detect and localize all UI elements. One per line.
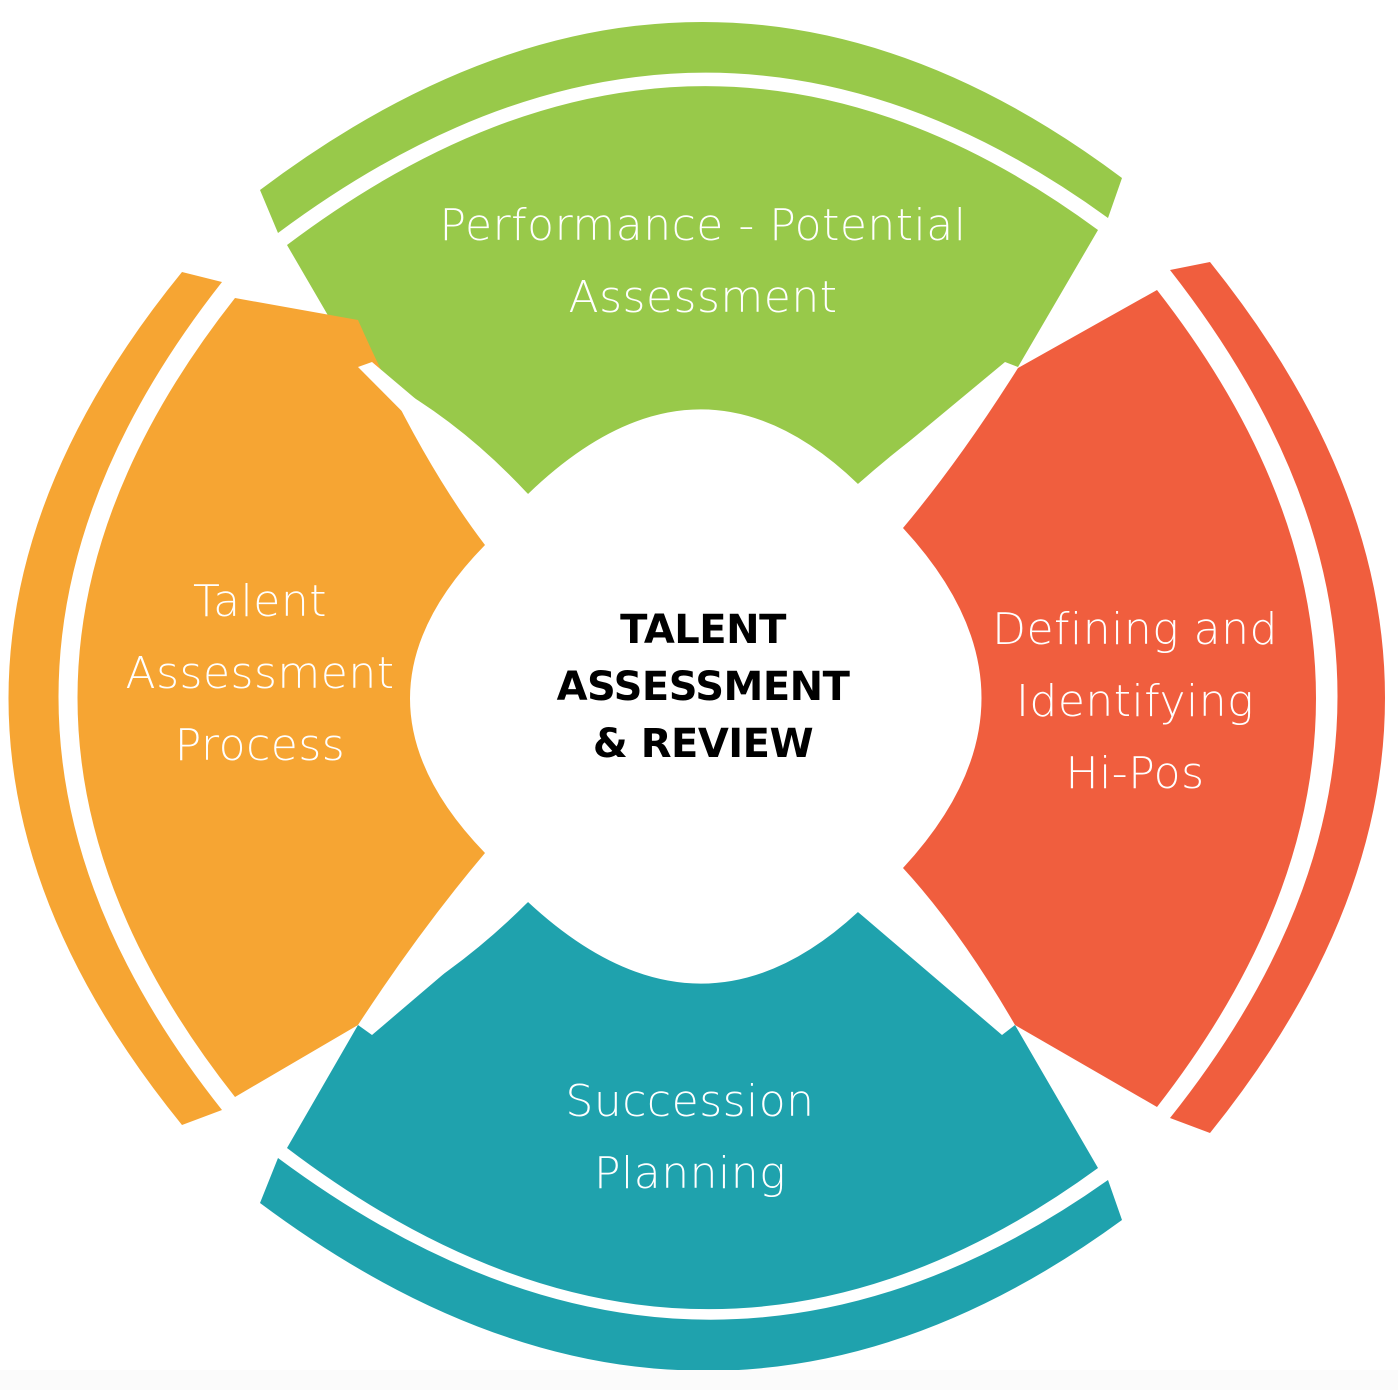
segment-top-label: Performance - Potential Assessment <box>398 190 1008 334</box>
segment-right-label-line: Hi-Pos <box>1065 748 1205 799</box>
bottom-margin <box>0 1370 1398 1390</box>
segment-left-body <box>77 298 485 1097</box>
center-title: TALENT ASSESSMENT & REVIEW <box>498 602 908 773</box>
segment-top-label-line: Assessment <box>568 272 838 323</box>
segment-right-label-line: Defining and <box>992 604 1278 655</box>
segment-top-label-line: Performance - Potential <box>439 200 967 251</box>
segment-right-label-line: Identifying <box>1015 676 1255 727</box>
segment-left-label-line: Process <box>174 720 346 771</box>
segment-top-shape <box>260 21 1122 494</box>
center-title-line: & REVIEW <box>592 721 814 767</box>
segment-left-shape <box>8 272 485 1125</box>
segment-left-label-line: Talent <box>193 576 327 627</box>
center-hub <box>440 440 956 956</box>
segment-left-label: Talent Assessment Process <box>100 566 420 782</box>
segment-top-outer-band <box>260 21 1122 233</box>
segment-bottom-outer-band <box>260 1158 1122 1371</box>
segment-bottom-label-line: Planning <box>593 1148 786 1199</box>
segment-left-outer-band <box>8 272 222 1125</box>
center-title-line: ASSESSMENT <box>556 664 850 710</box>
segment-right-label: Defining and Identifying Hi-Pos <box>960 594 1310 810</box>
segment-right-shape <box>903 262 1385 1133</box>
center-title-line: TALENT <box>620 607 786 653</box>
segment-bottom-shape <box>260 902 1122 1371</box>
segment-right-body <box>903 290 1316 1107</box>
segment-bottom-label: Succession Planning <box>490 1066 890 1210</box>
segment-separators <box>358 362 1018 1035</box>
segment-bottom-body <box>287 902 1098 1310</box>
segment-right-outer-band <box>1170 262 1385 1133</box>
segment-top-body <box>287 86 1098 494</box>
segment-left-label-line: Assessment <box>125 648 395 699</box>
segment-bottom-label-line: Succession <box>565 1076 815 1127</box>
